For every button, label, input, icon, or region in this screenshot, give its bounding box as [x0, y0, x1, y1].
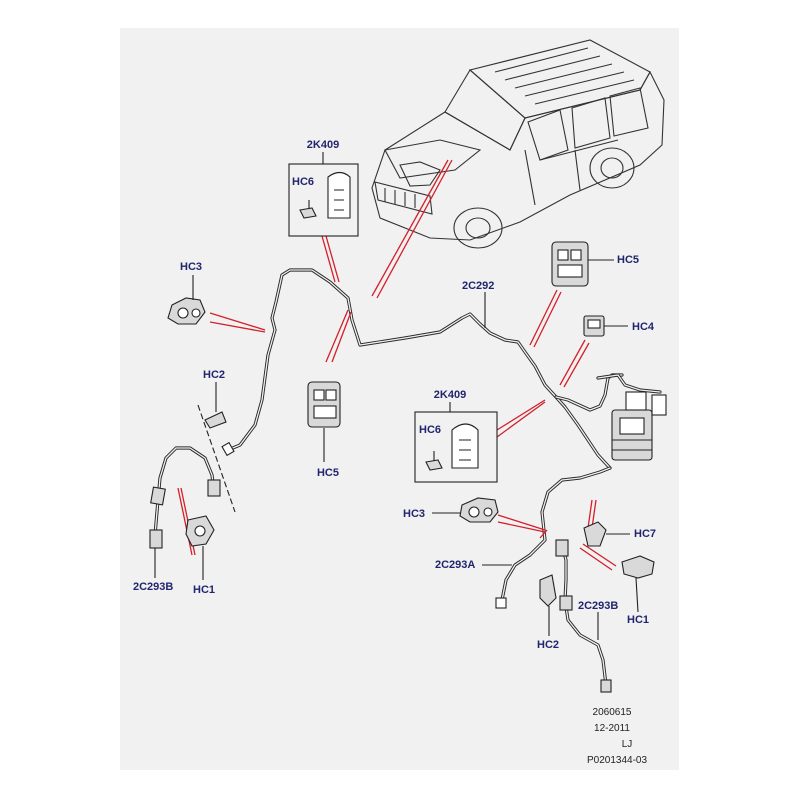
footer-date: 12-2011 [594, 723, 630, 734]
hc2-clip-right-icon [539, 574, 557, 607]
brake-pipe-2c293a [495, 466, 612, 609]
hc1-right-label: HC1 [627, 614, 649, 626]
abs-modulator-icon [596, 373, 667, 461]
brake-hose-left-icon [149, 446, 221, 549]
hc1-sensor-right-icon [621, 555, 655, 613]
hc3-clip-right-icon [459, 497, 499, 523]
hc7-label: HC7 [634, 528, 656, 540]
kit-2k409-mid: 2K409 HC6 [414, 389, 498, 483]
hc4-label: HC4 [632, 321, 655, 333]
hc2-left-label: HC2 [203, 369, 225, 381]
hc3-right-label: HC3 [403, 508, 425, 520]
brake-pipe-2c292 [221, 268, 624, 470]
diagram-panel [120, 28, 679, 770]
hc7-clip-icon [583, 521, 607, 547]
vehicle-illustration [371, 39, 665, 249]
pipe-2c292-label: 2C292 [462, 280, 494, 292]
footer-part-code: P0201344-03 [587, 755, 647, 766]
hc2-right-label: HC2 [537, 639, 559, 651]
brake-hose-right-icon [555, 539, 612, 693]
hc5-valve-right-icon [551, 241, 589, 287]
hc3-left-label: HC3 [180, 261, 202, 273]
kit-mid-hc6-label: HC6 [419, 424, 441, 436]
kit-mid-label: 2K409 [434, 389, 466, 401]
hose-2c293b-right-label: 2C293B [578, 600, 618, 612]
hc4-clip-icon [583, 315, 605, 337]
hc5-right-label: HC5 [617, 254, 639, 266]
kit-top-label: 2K409 [307, 139, 339, 151]
hose-2c293b-left-label: 2C293B [133, 581, 173, 593]
hc1-left-label: HC1 [193, 584, 215, 596]
kit-2k409-top: 2K409 HC6 [288, 139, 359, 237]
hc3-clip-left-icon [167, 297, 206, 325]
hc5-valve-center-icon [307, 381, 341, 428]
hc2-clip-left-icon [197, 404, 236, 513]
leader-lines [177, 159, 617, 571]
footer-ref-code: 2060615 [593, 707, 632, 718]
footer-author: LJ [622, 739, 633, 750]
kit-top-hc6-label: HC6 [292, 176, 314, 188]
hc1-sensor-left-icon [185, 515, 215, 547]
hc5-center-label: HC5 [317, 467, 339, 479]
pipe-2c293a-label: 2C293A [435, 559, 475, 571]
